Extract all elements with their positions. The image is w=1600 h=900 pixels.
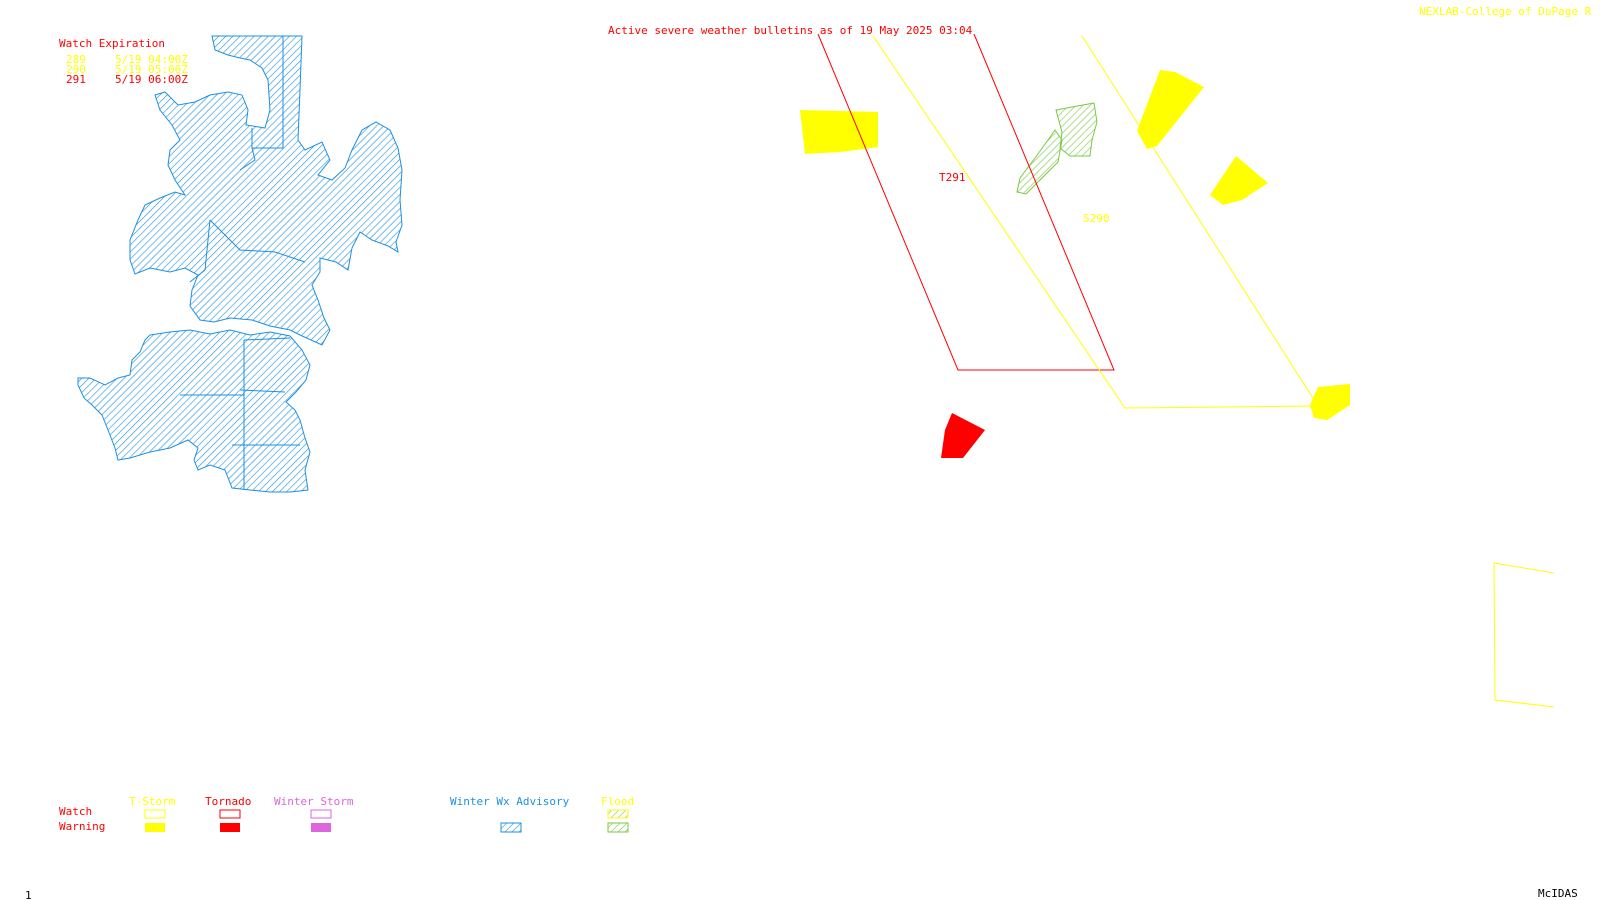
legend-winter-advisory-swatch [500, 822, 522, 833]
legend-flood-watch-swatch [607, 809, 629, 819]
tstorm-warning-2 [1137, 70, 1204, 149]
legend-tstorm-watch-swatch [144, 809, 166, 819]
watch-expiration-table: Watch Expiration 289 5/19 04:00Z 290 5/1… [59, 37, 188, 86]
flood-warnings [1016, 102, 1098, 195]
legend-row-watch: Watch [59, 805, 92, 818]
flood-warning-2 [1016, 129, 1063, 195]
severe-watch-outline-east [1493, 562, 1555, 708]
winter-advisory-area-south [77, 329, 311, 493]
map-title: Active severe weather bulletins as of 19… [608, 24, 973, 37]
tstorm-warning-4 [1310, 384, 1350, 420]
software-label: McIDAS [1538, 887, 1578, 900]
legend-label-tstorm: T-Storm [129, 795, 176, 808]
watch-id-290: 290 [66, 63, 86, 76]
severe-watch-outline [872, 35, 1319, 409]
tstorm-warnings [800, 70, 1350, 420]
legend-tstorm-warning-swatch [145, 823, 165, 832]
tornado-watch-label: T291 [939, 171, 966, 184]
tornado-watch-outline [817, 33, 1115, 371]
legend-winter-storm-watch-swatch [310, 809, 332, 819]
watch-time-289: 5/19 04:00Z [115, 53, 188, 66]
tstorm-warning-3 [1210, 156, 1268, 205]
watch-time-290: 5/19 05:00Z [115, 63, 188, 76]
legend-label-tornado: Tornado [205, 795, 251, 808]
watch-id-289: 289 [66, 53, 86, 66]
legend-label-flood: Flood [601, 795, 634, 808]
flood-warning-1 [1055, 102, 1098, 157]
watch-time-291: 5/19 06:00Z [115, 73, 188, 86]
frame-number: 1 [25, 889, 32, 900]
credit-label: NEXLAB-College of DuPage R [1419, 5, 1592, 18]
tstorm-warning-1 [800, 110, 878, 154]
winter-advisory-area-north [129, 35, 403, 346]
legend-winter-storm-warning-swatch [311, 823, 331, 832]
legend-tornado-watch-swatch [219, 809, 241, 819]
legend-tornado-warning-swatch [220, 823, 240, 832]
watch-id-291: 291 [66, 73, 86, 86]
county-boundary-lines [180, 36, 306, 490]
legend-label-winter-advisory: Winter Wx Advisory [450, 795, 570, 808]
legend-flood-warning-swatch [607, 822, 629, 833]
legend: Watch Warning T-Storm Tornado Winter Sto… [59, 795, 634, 833]
legend-label-winter-storm: Winter Storm [274, 795, 354, 808]
severe-watch-label: S290 [1083, 212, 1110, 225]
winter-advisory-region [77, 35, 403, 493]
tornado-warning [941, 413, 985, 458]
legend-row-warning: Warning [59, 820, 105, 833]
watch-expiration-heading: Watch Expiration [59, 37, 165, 50]
